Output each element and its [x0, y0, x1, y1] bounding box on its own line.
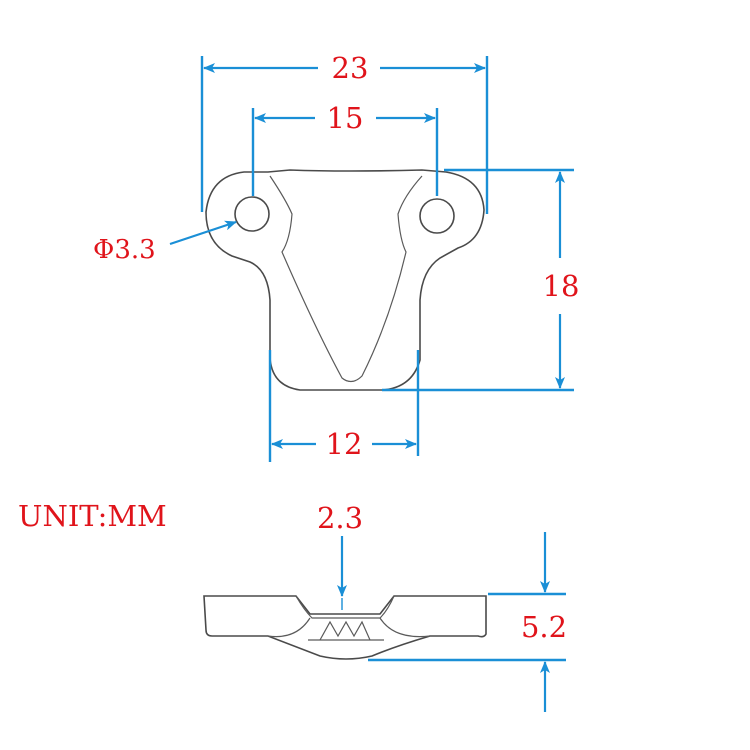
side-view-part — [203, 595, 487, 660]
dimension-hole-diameter: Φ3.3 — [93, 220, 237, 265]
side-center-detail — [319, 620, 371, 641]
dimension-thickness: 2.3 — [317, 501, 363, 610]
top-view-part — [205, 169, 485, 391]
side-inner-curve — [267, 617, 431, 638]
left-hole — [234, 196, 270, 232]
label-side-height: 5.2 — [521, 610, 567, 644]
label-height: 18 — [543, 269, 580, 303]
part-groove — [269, 175, 423, 383]
part-outline-side — [203, 595, 487, 660]
label-hole-diameter: Φ3.3 — [93, 235, 156, 265]
dimension-hole-spacing: 15 — [251, 101, 439, 196]
label-bottom-width: 12 — [326, 427, 363, 461]
right-hole — [419, 198, 455, 234]
dimension-height: 18 — [382, 168, 580, 392]
unit-label: UNIT:MM — [18, 499, 167, 533]
label-thickness: 2.3 — [317, 501, 363, 535]
part-outline-top — [205, 169, 485, 391]
dimension-overall-width: 23 — [200, 51, 489, 214]
side-inner-line — [295, 595, 395, 619]
label-hole-spacing: 15 — [327, 101, 364, 135]
dimension-side-height: 5.2 — [368, 532, 567, 712]
dimension-bottom-width: 12 — [268, 350, 420, 462]
label-overall-width: 23 — [332, 51, 369, 85]
